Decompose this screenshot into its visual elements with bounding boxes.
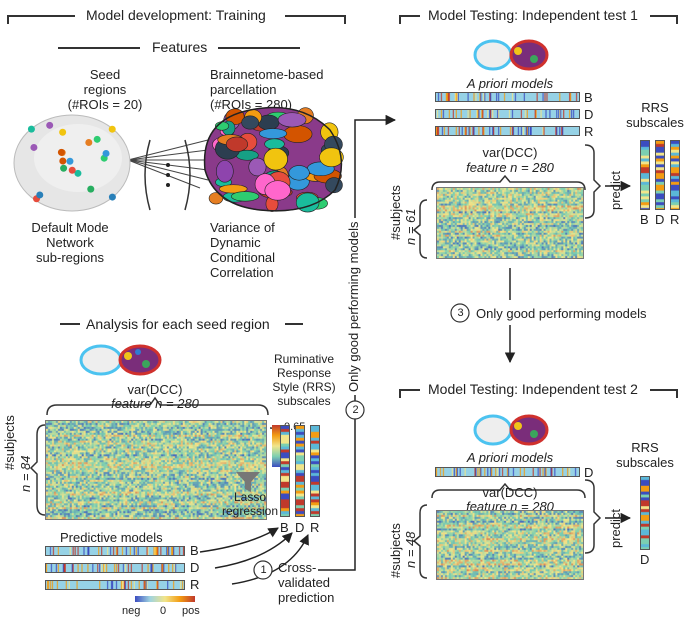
test1-rrs-letter-b: B	[640, 212, 649, 227]
training-rrs-bar-r	[310, 425, 320, 517]
test2-subjects-n: n = 48	[403, 531, 418, 568]
step1-number: 1	[260, 564, 267, 576]
test2-subjects-label: #subjects	[388, 523, 403, 578]
test1-model-d	[435, 109, 580, 119]
test1-model-letter-d: D	[584, 107, 594, 122]
test1-model-r	[435, 126, 580, 136]
training-rrs-letter-d: D	[295, 520, 305, 535]
training-rrs-label: Ruminative Response Style (RRS) subscale…	[272, 352, 336, 408]
training-title: Model development: Training	[80, 7, 272, 23]
test2-right-brace	[584, 479, 602, 554]
test2-model-d	[435, 467, 580, 477]
test2-title: Model Testing: Independent test 2	[422, 381, 644, 397]
test2-heatmap	[436, 510, 584, 580]
training-subjects-n: n = 84	[18, 455, 33, 492]
test2-rrs-bar-d	[640, 476, 650, 550]
legend-zero: 0	[160, 605, 167, 617]
legend-pos: pos	[182, 605, 200, 617]
seed-regions-label: Seed regions (#ROIs = 20)	[67, 67, 143, 112]
legend-neg: neg	[122, 605, 141, 617]
colorbar	[272, 425, 280, 467]
test1-model-b	[435, 92, 580, 102]
connection-lines	[127, 139, 209, 189]
predictive-model-r	[45, 580, 185, 590]
test1-apriori: A priori models	[466, 76, 554, 91]
test2-rrs-letter-d: D	[640, 552, 650, 567]
lasso-label: Lasso regression	[222, 490, 279, 518]
test1-rrs-bar-d	[655, 140, 665, 210]
test1-subjects-label: #subjects	[388, 185, 403, 240]
test1-rrs-bar-r	[670, 140, 680, 210]
training-left-brace	[29, 424, 46, 516]
test1-rrs-label: RRS subscales	[626, 100, 684, 130]
arrow-model-r	[231, 534, 309, 585]
step1-label: Cross- validated prediction	[278, 560, 335, 605]
test2-header-bracket	[399, 389, 678, 398]
training-header-bracket	[7, 15, 346, 24]
test1-heatmap	[436, 187, 584, 259]
test1-model-letter-b: B	[584, 90, 593, 105]
step2-label: Only good performing models	[346, 218, 361, 395]
test2-apriori: A priori models	[466, 450, 554, 465]
training-rrs-bar-b	[280, 425, 290, 517]
test2-model-letter-d: D	[584, 465, 594, 480]
training-top-brace	[46, 396, 269, 416]
test1-title: Model Testing: Independent test 1	[422, 7, 644, 23]
step3-number: 3	[457, 307, 464, 319]
test1-subjects-n: n = 61	[403, 208, 418, 245]
step3-label: Only good performing models	[476, 306, 647, 321]
test1-top-brace	[431, 174, 586, 191]
test2-rrs-label: RRS subscales	[616, 440, 674, 470]
test1-header-bracket	[399, 15, 678, 24]
test2-top-brace	[431, 482, 586, 499]
predictive-model-b	[45, 546, 185, 556]
test1-var-dcc: var(DCC)	[482, 145, 538, 160]
features-title: Features	[146, 39, 214, 55]
test1-model-letter-r: R	[584, 124, 594, 139]
test2-var-dcc: var(DCC)	[482, 485, 538, 500]
training-rrs-bar-d	[295, 425, 305, 517]
predictive-models-label: Predictive models	[60, 530, 163, 545]
predictive-model-letter-d: D	[190, 560, 200, 575]
training-rrs-letter-b: B	[280, 520, 289, 535]
arrow-model-d	[214, 532, 293, 569]
test1-feature-n: feature n = 280	[466, 160, 554, 175]
predictive-model-letter-r: R	[190, 577, 200, 592]
test2-predict: predict	[608, 508, 623, 548]
training-heatmap	[45, 420, 267, 520]
test1-rrs-letter-d: D	[655, 212, 665, 227]
test1-rrs-bar-b	[640, 140, 650, 210]
arrow-model-b	[199, 527, 279, 553]
test1-predict: predict	[608, 170, 623, 210]
training-feature-n: feature n = 280	[111, 396, 199, 411]
step1-circle	[253, 560, 273, 580]
test1-right-brace	[584, 144, 602, 219]
legend-bar	[135, 596, 195, 602]
predictive-model-letter-b: B	[190, 543, 199, 558]
brainnetome-label: Brainnetome-based parcellation (#ROIs = …	[210, 67, 324, 112]
test1-rrs-letter-r: R	[670, 212, 680, 227]
variance-label: Variance of Dynamic Conditional Correlat…	[210, 220, 276, 280]
test2-left-brace	[412, 504, 428, 579]
training-rrs-letter-r: R	[310, 520, 320, 535]
training-subjects-label: #subjects	[2, 415, 17, 470]
predictive-model-d	[45, 563, 185, 573]
dmn-label: Default Mode Network sub-regions	[31, 220, 109, 265]
ellipsis-bracket	[144, 139, 191, 211]
training-var-dcc: var(DCC)	[127, 382, 183, 397]
flow-line-to-test1	[318, 114, 397, 571]
step3-circle	[450, 303, 470, 323]
step2-number: 2	[352, 404, 359, 416]
step2-circle	[345, 400, 365, 420]
test1-left-brace	[412, 199, 428, 259]
analysis-title: Analysis for each seed region	[80, 316, 276, 332]
